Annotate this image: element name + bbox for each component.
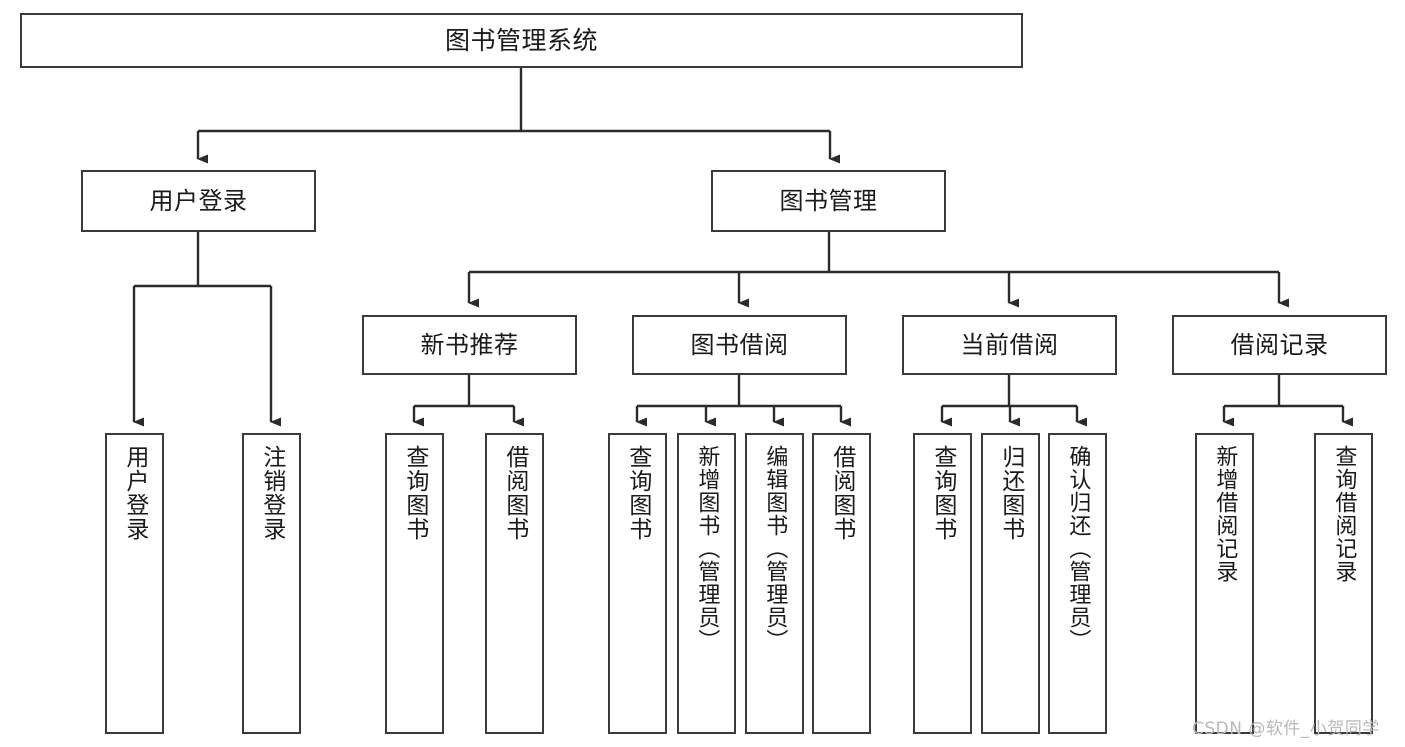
node-label: 借阅记录 [1230,330,1329,359]
node-current-borrow[interactable]: 当前借阅 [902,315,1117,375]
node-new-book-recommend[interactable]: 新书推荐 [362,315,577,375]
node-label: 查询图书 [401,445,428,541]
node-leaf-user-login[interactable]: 用户登录 [105,433,164,734]
node-label: 新增图书（管理员） [694,445,720,652]
node-label: 用户登录 [149,186,248,215]
node-label: 确认归还（管理员） [1065,445,1091,652]
node-label: 图书借阅 [690,330,789,359]
node-leaf-borrow-book-1[interactable]: 借阅图书 [485,433,544,734]
node-leaf-add-record[interactable]: 新增借阅记录 [1195,433,1254,734]
node-label: 归还图书 [997,445,1024,541]
node-label: 用户登录 [121,445,148,541]
node-label: 新增借阅记录 [1212,445,1238,583]
node-leaf-logout[interactable]: 注销登录 [242,433,301,734]
node-borrow-record[interactable]: 借阅记录 [1172,315,1387,375]
node-leaf-borrow-book-2[interactable]: 借阅图书 [812,433,871,734]
node-label: 图书管理 [779,186,878,215]
node-leaf-return-book[interactable]: 归还图书 [981,433,1040,734]
node-leaf-query-book-2[interactable]: 查询图书 [608,433,667,734]
node-leaf-query-book-3[interactable]: 查询图书 [913,433,972,734]
node-label: 新书推荐 [420,330,519,359]
node-label: 借阅图书 [828,445,855,541]
node-user-login[interactable]: 用户登录 [81,170,316,232]
node-book-borrow[interactable]: 图书借阅 [632,315,847,375]
node-leaf-add-book[interactable]: 新增图书（管理员） [677,433,736,734]
node-leaf-confirm-return[interactable]: 确认归还（管理员） [1048,433,1107,734]
node-leaf-query-record[interactable]: 查询借阅记录 [1314,433,1373,734]
node-leaf-edit-book[interactable]: 编辑图书（管理员） [745,433,804,734]
node-root-system[interactable]: 图书管理系统 [20,13,1023,68]
csdn-watermark: CSDN @软件_小贺同学 [1192,719,1380,739]
node-label: 查询图书 [624,445,651,541]
node-label: 注销登录 [258,445,285,541]
node-label: 借阅图书 [501,445,528,541]
node-book-manage[interactable]: 图书管理 [711,170,946,232]
node-label: 查询借阅记录 [1331,445,1357,583]
node-label: 图书管理系统 [444,25,598,55]
node-label: 查询图书 [929,445,956,541]
node-leaf-query-book-1[interactable]: 查询图书 [385,433,444,734]
node-label: 编辑图书（管理员） [762,445,788,652]
node-label: 当前借阅 [960,330,1059,359]
